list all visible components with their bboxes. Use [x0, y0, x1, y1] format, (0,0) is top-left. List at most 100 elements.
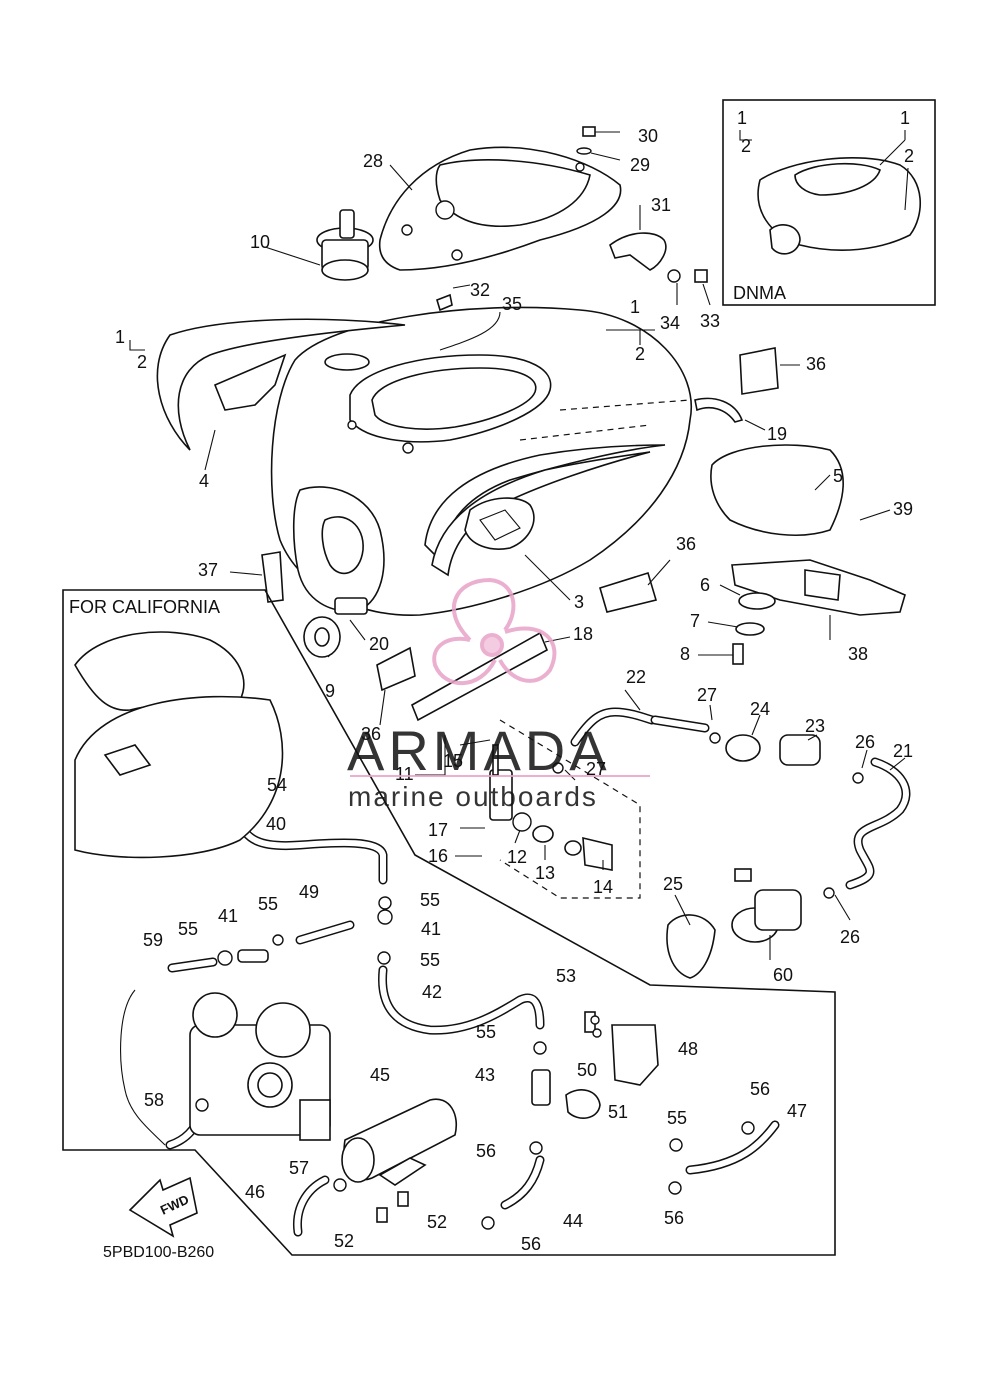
callout-26-upper: 26 — [855, 732, 875, 752]
callout-51: 51 — [608, 1102, 628, 1122]
callout-34: 34 — [660, 313, 680, 333]
callout-41-left: 41 — [218, 906, 238, 926]
callout-1-dnma-a: 1 — [737, 108, 747, 128]
callout-40: 40 — [266, 814, 286, 834]
callout-55-d: 55 — [178, 919, 198, 939]
callout-11: 11 — [395, 764, 414, 784]
callout-24: 24 — [750, 699, 770, 719]
callout-10: 10 — [250, 232, 270, 252]
callout-47: 47 — [787, 1101, 807, 1121]
callout-54: 54 — [267, 775, 287, 795]
evap-hoses — [120, 813, 780, 1237]
fuel-pump — [666, 734, 821, 979]
callout-28: 28 — [363, 151, 383, 171]
callout-56-d: 56 — [521, 1234, 541, 1254]
callout-31: 31 — [651, 195, 671, 215]
charcoal-canister — [341, 1098, 457, 1223]
callout-14: 14 — [593, 877, 613, 897]
callout-48: 48 — [678, 1039, 698, 1059]
callout-57: 57 — [289, 1158, 309, 1178]
callout-36-right: 36 — [806, 354, 826, 374]
callout-56-c: 56 — [664, 1208, 684, 1228]
callout-20: 20 — [369, 634, 389, 654]
callout-27-lower: 27 — [586, 759, 606, 779]
callout-25: 25 — [663, 874, 683, 894]
callout-1-dnma-b: 1 — [900, 108, 910, 128]
callout-3: 3 — [574, 592, 584, 612]
callout-13: 13 — [535, 863, 555, 883]
callout-15: 15 — [443, 751, 463, 771]
callout-29: 29 — [630, 155, 650, 175]
callout-2-dnma-b: 2 — [904, 146, 914, 166]
dnma-label: DNMA — [733, 283, 786, 303]
callout-8: 8 — [680, 644, 690, 664]
fuel-cap — [316, 209, 374, 371]
callout-55-b: 55 — [420, 950, 440, 970]
callout-59: 59 — [143, 930, 163, 950]
callout-45: 45 — [370, 1065, 390, 1085]
callout-42: 42 — [422, 982, 442, 1002]
callout-37: 37 — [198, 560, 218, 580]
meter-bracket — [347, 354, 552, 454]
watermark-brand: ARMADA — [347, 719, 611, 782]
callout-36-mid: 36 — [676, 534, 696, 554]
dnma-inset: DNMA — [722, 99, 936, 306]
callout-6: 6 — [700, 575, 710, 595]
callout-52-left: 52 — [334, 1231, 354, 1251]
tank-side-panel — [156, 318, 406, 451]
callout-5: 5 — [833, 466, 843, 486]
part-code: 5PBD100-B260 — [103, 1244, 214, 1261]
meter-cover — [378, 146, 622, 271]
watermark-tagline: marine outboards — [348, 781, 598, 812]
callout-58: 58 — [144, 1090, 164, 1110]
callout-35: 35 — [502, 294, 522, 314]
callout-19: 19 — [767, 424, 787, 444]
callout-4: 4 — [199, 471, 209, 491]
callout-55-a: 55 — [420, 890, 440, 910]
callout-55-f: 55 — [667, 1108, 687, 1128]
callout-23: 23 — [805, 716, 825, 736]
solenoid-valves — [531, 1011, 659, 1119]
carburetor — [189, 992, 331, 1141]
fwd-arrow: FWD — [128, 1176, 198, 1238]
callout-2-tank: 2 — [635, 344, 645, 364]
callout-1-panel: 1 — [115, 327, 125, 347]
callout-2-panel: 2 — [137, 352, 147, 372]
callout-30: 30 — [638, 126, 658, 146]
callout-60: 60 — [773, 965, 793, 985]
callout-49: 49 — [299, 882, 319, 902]
callout-18: 18 — [573, 624, 593, 644]
california-label: FOR CALIFORNIA — [69, 597, 220, 617]
callout-55-c: 55 — [258, 894, 278, 914]
callout-55-e: 55 — [476, 1022, 496, 1042]
callout-36-left: 36 — [361, 724, 381, 744]
callout-21: 21 — [893, 741, 913, 761]
callout-1-tank: 1 — [630, 297, 640, 317]
callout-44: 44 — [563, 1211, 583, 1231]
callout-38: 38 — [848, 644, 868, 664]
callout-52-right: 52 — [427, 1212, 447, 1232]
callout-numbers: 1 2 1 2 1 2 1 2 3 4 5 6 7 8 9 10 11 12 1… — [115, 108, 914, 1254]
rear-bracket — [710, 444, 906, 616]
label-pads — [376, 347, 779, 692]
callout-22: 22 — [626, 667, 646, 687]
callout-12: 12 — [507, 847, 527, 867]
callout-56-a: 56 — [750, 1079, 770, 1099]
callout-53: 53 — [556, 966, 576, 986]
callout-17: 17 — [428, 820, 448, 840]
callout-50: 50 — [577, 1060, 597, 1080]
fuel-tank — [270, 306, 693, 616]
callout-27-upper: 27 — [697, 685, 717, 705]
callout-7: 7 — [690, 611, 700, 631]
armada-watermark: ARMADA marine outboards — [347, 577, 650, 812]
callout-41-right: 41 — [421, 919, 441, 939]
callout-9: 9 — [325, 681, 335, 701]
california-section: FOR CALIFORNIA — [62, 589, 836, 1256]
small-parts — [261, 397, 776, 665]
callout-16: 16 — [428, 846, 448, 866]
callout-39: 39 — [893, 499, 913, 519]
callout-46: 46 — [245, 1182, 265, 1202]
callout-32: 32 — [470, 280, 490, 300]
callout-43: 43 — [475, 1065, 495, 1085]
